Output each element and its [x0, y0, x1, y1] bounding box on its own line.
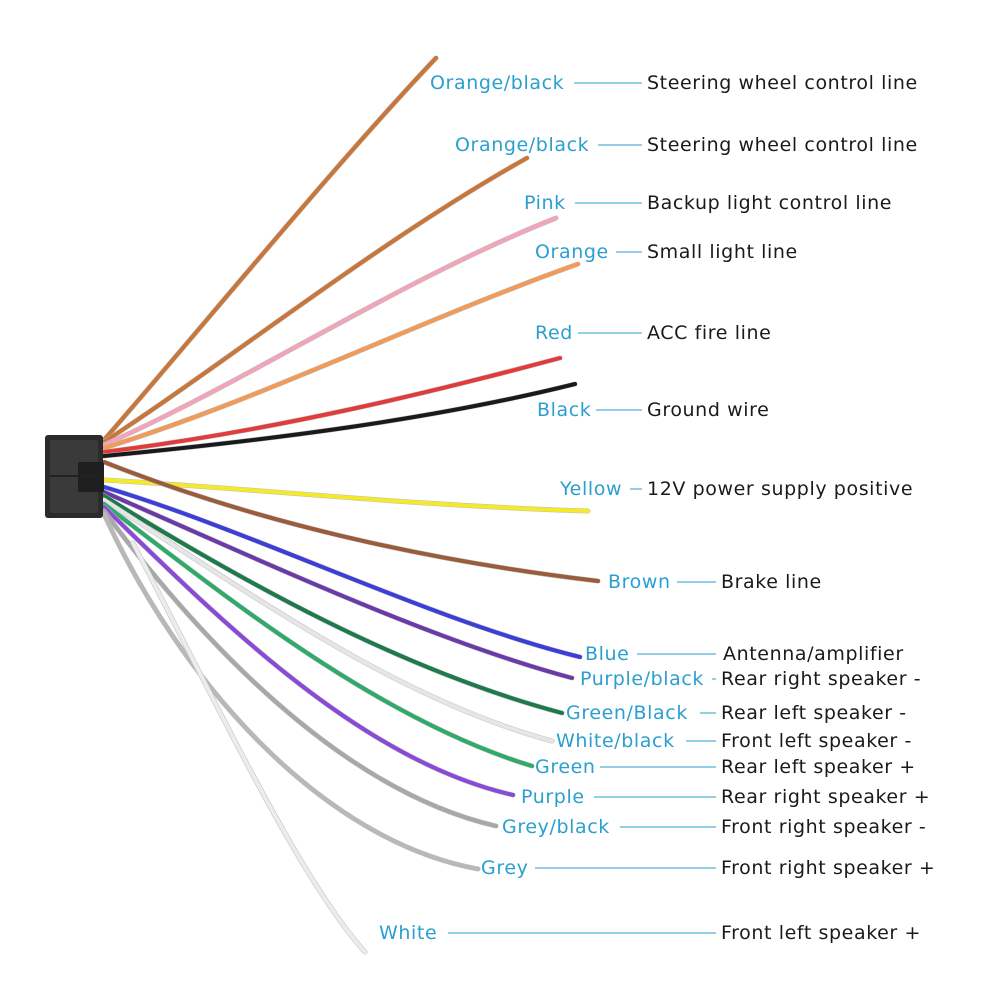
- wire-color-label-orange-black-2: Orange/black: [455, 134, 590, 156]
- wire-white-black: [102, 498, 554, 743]
- wire-blue: [102, 485, 582, 659]
- wire-color-label-black: Black: [537, 399, 592, 421]
- wire-function-label-brown: Brake line: [721, 571, 822, 593]
- wire-green-black-outline: [101, 493, 565, 716]
- wire-color-label-grey-black: Grey/black: [502, 816, 610, 838]
- wire-function-label-green-black: Rear left speaker -: [721, 702, 907, 724]
- wire-color-label-pink: Pink: [524, 192, 566, 214]
- wire-layer: [101, 55, 601, 955]
- wire-color-label-blue: Blue: [585, 643, 630, 665]
- wire-black: [102, 382, 577, 458]
- wire-color-label-grey: Grey: [481, 857, 529, 879]
- wire-function-label-white: Front left speaker +: [721, 922, 921, 944]
- wire-function-label-green: Rear left speaker +: [721, 756, 916, 778]
- wire-green-black: [102, 494, 564, 715]
- wire-yellow: [102, 478, 590, 513]
- wire-color-label-green-black: Green/Black: [566, 702, 688, 724]
- wire-color-label-red: Red: [535, 322, 573, 344]
- wire-color-label-green: Green: [535, 756, 596, 778]
- wire-color-label-yellow: Yellow: [560, 478, 623, 500]
- wire-function-label-white-black: Front left speaker -: [721, 730, 912, 752]
- wire-orange-black-2: [102, 156, 529, 444]
- wire-purple-black: [102, 490, 574, 680]
- wire-color-label-purple: Purple: [521, 786, 585, 808]
- wire-function-label-purple-black: Rear right speaker -: [721, 668, 922, 690]
- wire-color-label-orange-black-1: Orange/black: [430, 72, 565, 94]
- wire-color-label-purple-black: Purple/black: [580, 668, 705, 690]
- wire-function-label-grey-black: Front right speaker -: [721, 816, 927, 838]
- wire-function-label-orange: Small light line: [647, 241, 798, 263]
- wire-orange-black-1: [102, 56, 438, 442]
- leader-layer: [448, 82, 716, 934]
- wire-function-label-orange-black-1: Steering wheel control line: [647, 72, 918, 94]
- wire-function-label-grey: Front right speaker +: [721, 857, 936, 879]
- wire-pink: [102, 216, 558, 447]
- wire-color-label-orange: Orange: [535, 241, 609, 263]
- wire-orange: [102, 262, 580, 450]
- wire-grey: [102, 512, 480, 871]
- wire-function-label-black: Ground wire: [647, 399, 770, 421]
- wire-function-label-red: ACC fire line: [647, 322, 772, 344]
- wire-green: [102, 502, 534, 768]
- wire-function-label-pink: Backup light control line: [647, 192, 893, 214]
- wire-function-label-blue: Antenna/amplifier: [723, 643, 904, 665]
- wire-white: [131, 541, 367, 954]
- wire-red: [102, 356, 562, 454]
- wire-color-label-white: White: [379, 922, 438, 944]
- harness-connector: [45, 435, 104, 518]
- wire-function-label-purple: Rear right speaker +: [721, 786, 931, 808]
- wire-color-label-brown: Brown: [608, 571, 671, 593]
- wire-function-label-orange-black-2: Steering wheel control line: [647, 134, 918, 156]
- wire-function-label-yellow: 12V power supply positive: [647, 478, 914, 500]
- wire-color-label-white-black: White/black: [556, 730, 675, 752]
- wire-purple: [102, 505, 515, 797]
- wire-brown: [102, 460, 600, 583]
